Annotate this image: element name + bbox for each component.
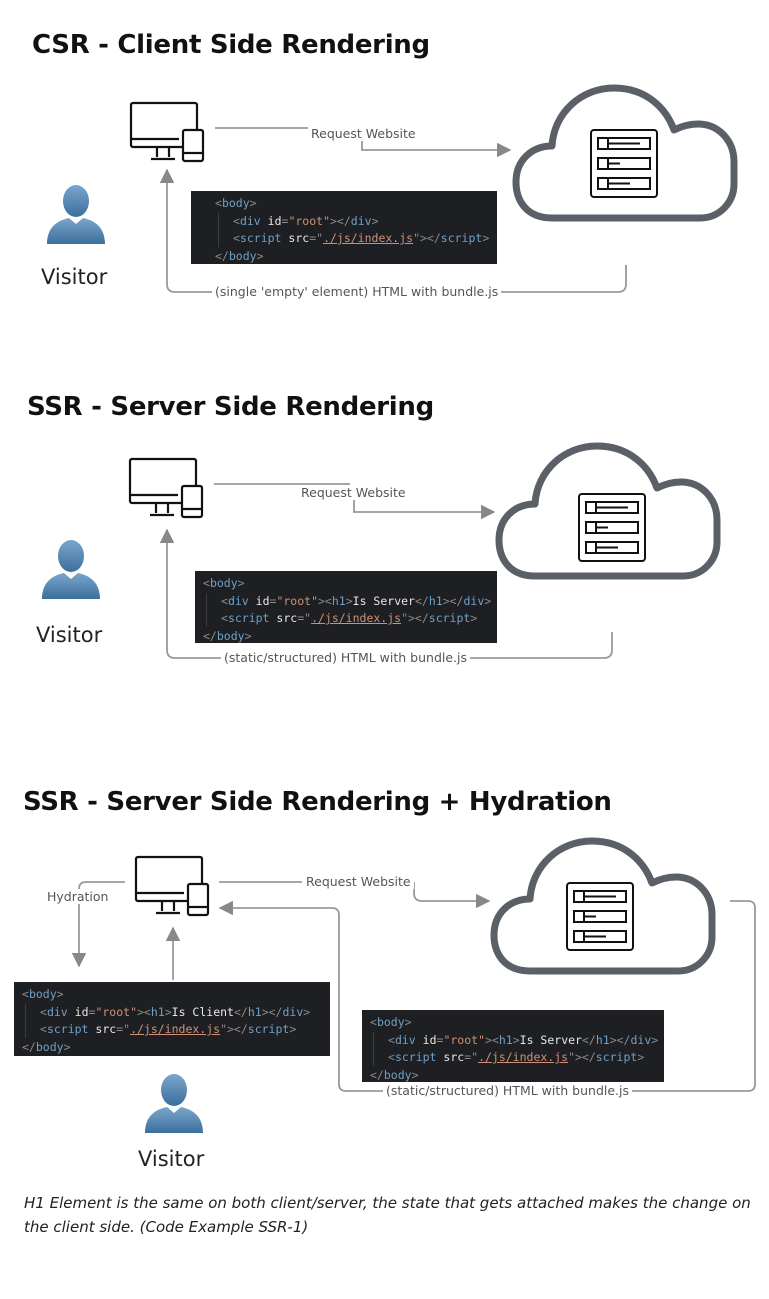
code-block-csr: <body> <div id="root"></div> <script src…: [191, 191, 497, 264]
response-label-2: (static/structured) HTML with bundle.js: [221, 650, 471, 665]
visitor-label-2: Visitor: [36, 623, 103, 647]
request-arrow-2: [214, 483, 494, 512]
cloud-server-icon: [512, 84, 738, 222]
caption: H1 Element is the same on both client/se…: [24, 1194, 751, 1236]
response-label-3: (static/structured) HTML with bundle.js: [383, 1083, 633, 1098]
code-block-ssr: <body> <div id="root"><h1>Is Server</h1>…: [195, 571, 497, 643]
visitor-avatar-icon: [47, 185, 105, 244]
visitor-label-3: Visitor: [138, 1147, 205, 1171]
request-label-3: Request Website: [303, 874, 414, 889]
code-block-client: <body> <div id="root"><h1>Is Client</h1>…: [14, 982, 330, 1056]
desktop-tablet-icon: [134, 855, 210, 917]
visitor-avatar-icon: [42, 540, 100, 599]
response-label-1: (single 'empty' element) HTML with bundl…: [212, 284, 502, 299]
hydration-label: Hydration: [44, 889, 112, 904]
visitor-avatar-icon: [145, 1074, 203, 1133]
section-title-csr: CSR - Client Side Rendering: [32, 30, 430, 60]
request-label-2: Request Website: [298, 485, 409, 500]
hydration-arrow: [71, 881, 125, 968]
desktop-tablet-icon: [129, 101, 205, 163]
code-block-server: <body> <div id="root"><h1>Is Server</h1>…: [362, 1010, 664, 1082]
request-arrow-1: [215, 127, 510, 150]
visitor-label-1: Visitor: [41, 265, 108, 289]
cloud-server-icon: [495, 442, 721, 580]
cloud-server-icon: [490, 837, 716, 975]
desktop-tablet-icon: [128, 457, 204, 519]
request-label-1: Request Website: [308, 126, 419, 141]
section-title-ssr: SSR - Server Side Rendering: [27, 392, 434, 422]
request-arrow-3: [219, 881, 489, 901]
section-title-ssr-hydration: SSR - Server Side Rendering + Hydration: [23, 787, 612, 817]
